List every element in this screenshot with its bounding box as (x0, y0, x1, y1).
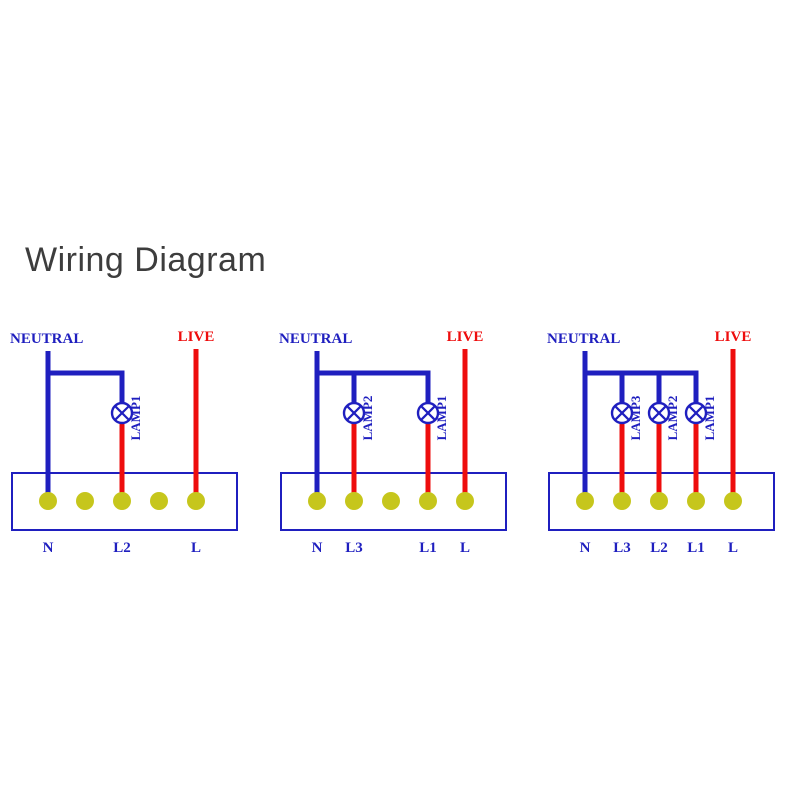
lamp-label: LAMP2 (360, 396, 375, 441)
lamp-cross-icon (420, 405, 436, 421)
terminal (576, 492, 594, 510)
live-label: LIVE (715, 329, 752, 345)
terminal (113, 492, 131, 510)
terminal-label: L1 (419, 540, 437, 556)
terminal (187, 492, 205, 510)
terminal (39, 492, 57, 510)
terminal-label: L2 (650, 540, 668, 556)
lamp-cross-icon (346, 405, 362, 421)
lamp-label: LAMP1 (434, 396, 449, 441)
lamp-label: LAMP2 (665, 396, 680, 441)
lamp-label: LAMP1 (128, 396, 143, 441)
terminal-label: L (191, 540, 201, 556)
terminal (724, 492, 742, 510)
terminal-label: N (312, 540, 323, 556)
terminal-label: L1 (687, 540, 705, 556)
terminal (382, 492, 400, 510)
terminal (613, 492, 631, 510)
terminal (76, 492, 94, 510)
lamp-cross-icon (688, 405, 704, 421)
terminal (308, 492, 326, 510)
terminal-label: L2 (113, 540, 131, 556)
terminal-label: L3 (613, 540, 631, 556)
terminal-label: L (460, 540, 470, 556)
neutral-label: NEUTRAL (10, 331, 83, 347)
lamp-label: LAMP1 (702, 396, 717, 441)
lamp-cross-icon (651, 405, 667, 421)
terminal (150, 492, 168, 510)
terminal (419, 492, 437, 510)
lamp-cross-icon (614, 405, 630, 421)
neutral-label: NEUTRAL (547, 331, 620, 347)
page-title: Wiring Diagram (25, 241, 267, 279)
live-label: LIVE (178, 329, 215, 345)
terminal-label: L (728, 540, 738, 556)
terminal (345, 492, 363, 510)
terminal-label: L3 (345, 540, 363, 556)
terminal (687, 492, 705, 510)
neutral-label: NEUTRAL (279, 331, 352, 347)
terminal-label: N (580, 540, 591, 556)
live-label: LIVE (447, 329, 484, 345)
lamp-label: LAMP3 (628, 395, 643, 440)
lamp-cross-icon (114, 405, 130, 421)
terminal-label: N (43, 540, 54, 556)
terminal (456, 492, 474, 510)
terminal (650, 492, 668, 510)
